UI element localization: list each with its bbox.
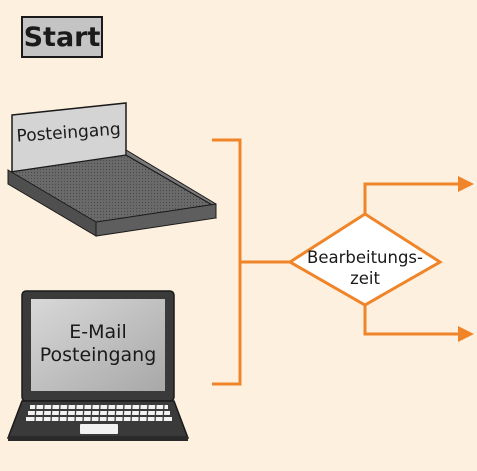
lower-branch-line — [363, 305, 460, 336]
start-label: Start — [24, 22, 101, 53]
keyboard-key-separators — [34, 403, 165, 423]
decision-diamond — [287, 212, 443, 307]
upper-branch-arrowhead — [458, 176, 474, 192]
laptop-label-line1: E-Mail — [69, 321, 126, 343]
laptop-touchpad — [80, 424, 118, 434]
decision-label-line1: Bearbeitungs- — [307, 248, 423, 267]
decision-node: Bearbeitungs- zeit — [287, 212, 443, 307]
laptop-label-line2: Posteingang — [40, 344, 157, 366]
start-box — [21, 16, 103, 58]
inbox-tray-icon: Posteingang — [7, 102, 217, 237]
laptop-icon: E-Mail Posteingang — [6, 290, 190, 441]
keyboard-row-1 — [30, 405, 168, 409]
connectors — [212, 138, 460, 386]
lower-branch-arrowhead — [458, 326, 474, 342]
upper-branch-line — [363, 182, 460, 214]
laptop-base-edge — [8, 436, 188, 441]
decision-label-line2: zeit — [350, 269, 380, 288]
laptop-screen — [31, 299, 165, 391]
inbox-tray-front-wall — [95, 203, 217, 237]
start-node: Start — [21, 16, 103, 58]
merge-bracket — [212, 138, 242, 386]
